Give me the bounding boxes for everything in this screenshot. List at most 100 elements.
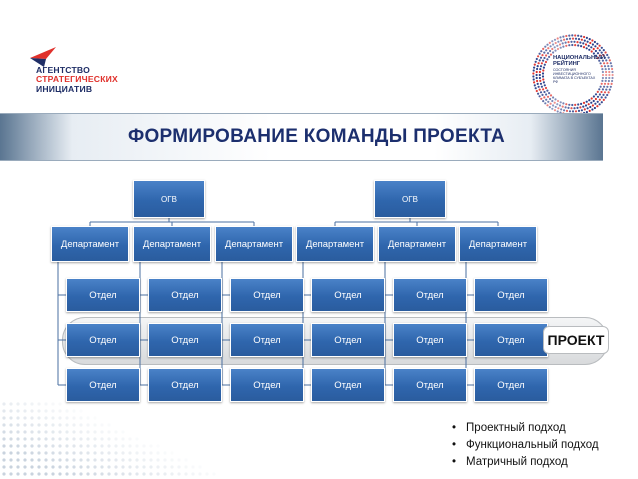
rating-ring-dot	[532, 75, 535, 78]
rating-ring-dot	[559, 36, 562, 39]
rating-ring-dot	[541, 93, 544, 96]
rating-ring-dot	[608, 76, 611, 80]
rating-ring-dot	[548, 41, 551, 44]
decor-dot	[86, 465, 90, 469]
decor-dot	[128, 437, 132, 441]
rating-ring-dot	[593, 106, 596, 110]
decor-dot	[198, 465, 202, 469]
decor-dot	[79, 465, 83, 469]
rating-ring-dot	[545, 98, 548, 101]
unit-box-r3-c5: Отдел	[393, 368, 467, 402]
rating-ring-dot	[591, 108, 594, 111]
department-box-1: Департамент	[51, 226, 129, 262]
rating-ring-dot	[609, 62, 612, 65]
decor-dot	[44, 430, 48, 434]
rating-ring-dot	[610, 65, 613, 68]
rating-ring-dot	[608, 70, 611, 74]
decor-dot	[79, 409, 83, 413]
rating-ring-dot	[596, 95, 600, 98]
rating-ring-dot	[596, 100, 599, 103]
decor-dot	[44, 423, 48, 427]
approaches-list: Проектный подход Функциональный подход М…	[452, 420, 599, 471]
decor-dot	[30, 472, 34, 476]
decor-dot	[72, 444, 76, 448]
rating-ring-dot	[556, 37, 559, 40]
rating-ring-dot	[552, 51, 555, 54]
rating-ring-dot	[600, 51, 603, 54]
rating-ring-dot	[549, 49, 552, 53]
decor-dot	[23, 423, 27, 427]
decor-dot	[128, 465, 132, 469]
rating-ring-dot	[598, 44, 601, 47]
decor-dot	[58, 430, 62, 434]
decor-dot	[65, 451, 69, 455]
decor-dot	[184, 465, 188, 469]
rating-ring-dot	[598, 98, 601, 101]
rating-ring-dot	[576, 41, 579, 44]
rating-ring-dot	[532, 78, 535, 81]
rating-ring-dot	[542, 47, 545, 50]
unit-box-r2-c1: Отдел	[66, 323, 140, 357]
decor-dot	[9, 402, 13, 406]
rating-ring-dot	[533, 84, 536, 87]
rating-ring-dot	[543, 56, 546, 60]
rating-ring-dot	[582, 101, 586, 104]
decor-dot	[51, 416, 55, 420]
decor-dot	[128, 444, 132, 448]
decor-dot	[2, 465, 6, 469]
rating-ring-icon	[532, 34, 614, 116]
decor-dot	[79, 451, 83, 455]
rating-ring-dot	[587, 44, 590, 47]
decor-dot	[58, 437, 62, 441]
rating-ring-dot	[588, 109, 591, 112]
approach-item-functional: Функциональный подход	[452, 437, 599, 454]
decor-dot	[51, 444, 55, 448]
decor-dot	[37, 423, 41, 427]
rating-ring-dot	[534, 87, 537, 90]
rating-ring-dot	[583, 39, 586, 42]
rating-ring-dot	[605, 59, 608, 62]
rating-ring-dot	[542, 88, 545, 91]
decor-dot	[58, 444, 62, 448]
decor-dot	[44, 402, 48, 406]
rating-ring-dot	[592, 47, 595, 51]
decor-dot	[72, 409, 76, 413]
decor-dot	[114, 465, 118, 469]
decor-dot	[100, 444, 104, 448]
rating-ring-dot	[585, 47, 588, 50]
decor-dot	[149, 465, 153, 469]
decor-dot	[16, 409, 20, 413]
rating-ring-dot	[551, 40, 554, 43]
decor-dot	[79, 416, 83, 420]
decor-dot	[16, 451, 20, 455]
page-title: ФОРМИРОВАНИЕ КОМАНДЫ ПРОЕКТА	[127, 126, 506, 147]
decor-dot	[23, 451, 27, 455]
rating-ring-dot	[606, 62, 609, 65]
rating-ring-dot	[570, 107, 573, 110]
decor-dot	[2, 423, 6, 427]
decor-dot	[2, 472, 6, 476]
rating-ring-dot	[607, 67, 610, 71]
rating-ring-dot	[589, 41, 592, 45]
decor-dot	[170, 458, 174, 462]
decor-dot	[121, 458, 125, 462]
rating-ring-dot	[538, 73, 541, 77]
rating-ring-dot	[600, 96, 603, 99]
rating-ring-dot	[549, 53, 553, 56]
rating-ring-dot	[579, 41, 582, 44]
department-box-3: Департамент	[215, 226, 293, 262]
rating-ring-dot	[580, 102, 583, 105]
rating-ring-dot	[553, 38, 557, 41]
rating-ring-dot	[556, 110, 559, 113]
decor-dot	[163, 472, 167, 476]
decor-dot	[16, 430, 20, 434]
rating-ring-dot	[606, 93, 609, 97]
decor-dot	[65, 444, 69, 448]
rating-ring-dot	[604, 96, 607, 99]
rating-ring-dot	[568, 34, 571, 37]
rating-ring-dot	[587, 103, 590, 106]
rating-ring-dot	[601, 73, 605, 77]
decor-dot	[142, 458, 146, 462]
rating-ring-dot	[556, 99, 560, 103]
rating-ring-dot	[580, 45, 583, 48]
